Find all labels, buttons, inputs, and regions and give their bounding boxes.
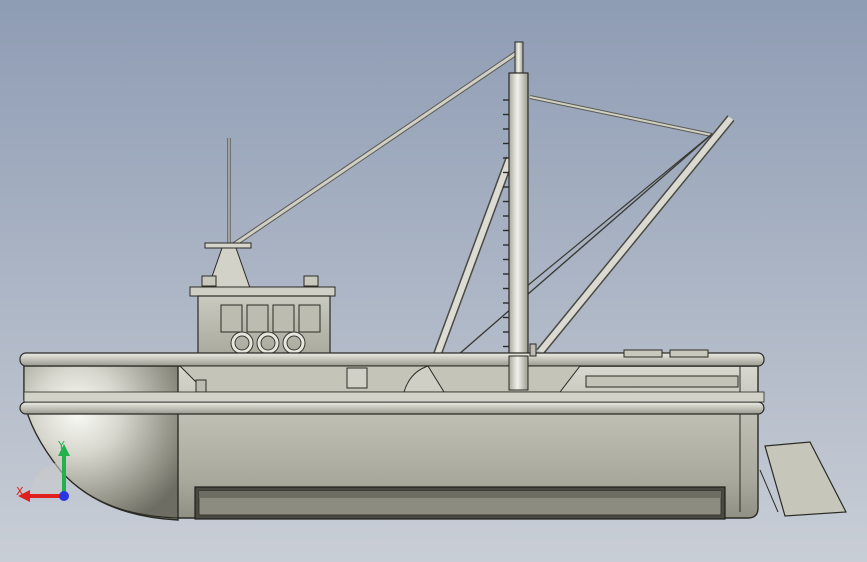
axis-triad: X Y [10,436,82,516]
deck-details [23,343,765,403]
hull [19,352,765,521]
life-rings [230,331,306,355]
wheelhouse [189,138,336,357]
rudder [759,441,847,517]
x-axis-arrow-head [18,490,30,502]
mast-rungs [503,99,509,377]
triad-graphic [18,444,70,502]
derrick-strut [431,156,515,360]
y-axis-label: Y [58,439,65,452]
z-axis-dot [59,491,69,501]
y-axis-arrow-head [58,444,70,456]
triad-plane [30,462,64,496]
boom [536,115,735,355]
rigging [230,49,713,356]
x-axis-label: X [16,485,24,498]
